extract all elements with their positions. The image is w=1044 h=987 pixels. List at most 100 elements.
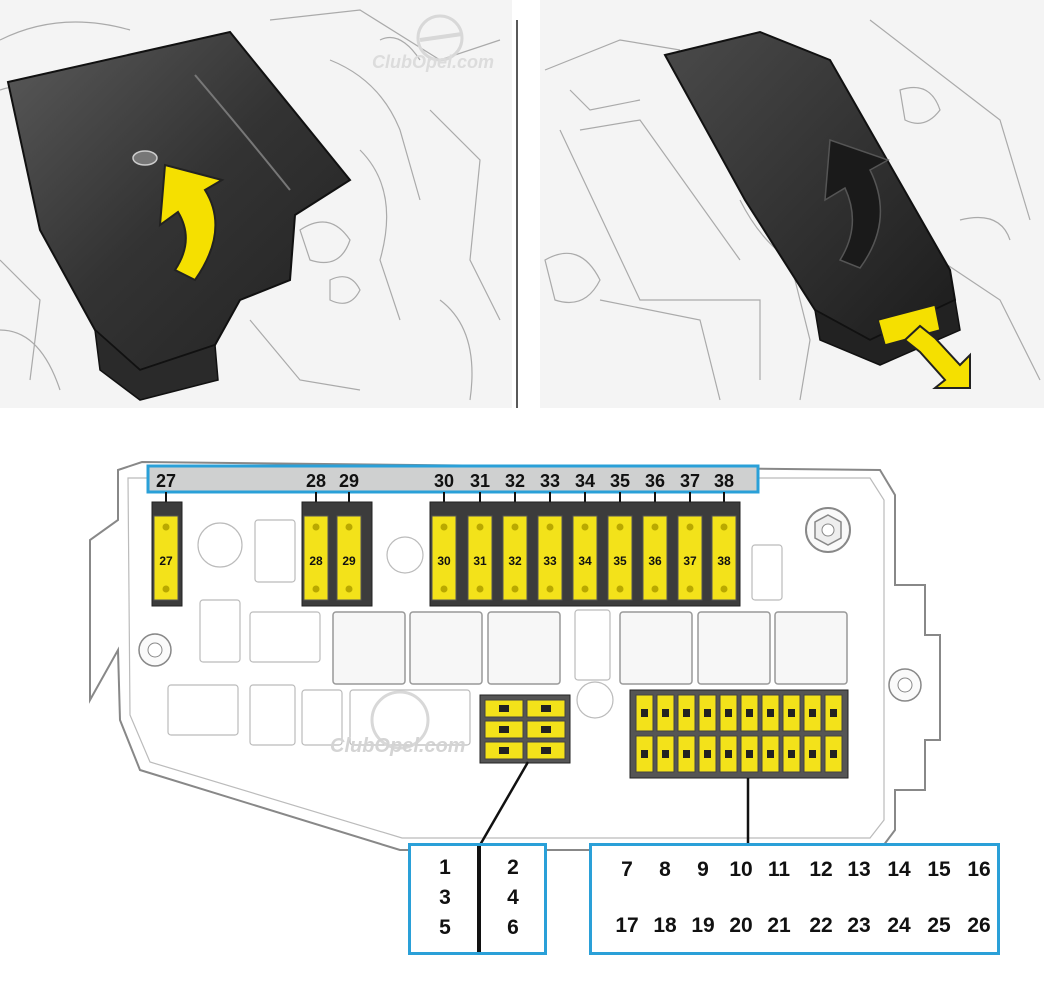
top-label-text: 35 bbox=[610, 471, 630, 491]
fuse-terminal bbox=[476, 523, 484, 531]
mini-fuse-link bbox=[499, 747, 509, 754]
mini-fuse-link bbox=[746, 709, 753, 717]
top-label-text: 27 bbox=[156, 471, 176, 491]
fuse-terminal bbox=[511, 523, 519, 531]
fuse-number: 27 bbox=[159, 554, 173, 568]
legend-divider bbox=[477, 846, 481, 952]
fuse-terminal bbox=[581, 585, 589, 593]
fuse-terminal bbox=[720, 523, 728, 531]
legend-number: 12 bbox=[809, 858, 833, 881]
legend-number: 1 bbox=[439, 856, 451, 879]
mini-fuse-link bbox=[704, 709, 711, 717]
fuse-number: 30 bbox=[437, 554, 451, 568]
top-label-text: 29 bbox=[339, 471, 359, 491]
mini-fuse-link bbox=[788, 750, 795, 758]
legend-number: 23 bbox=[847, 914, 871, 937]
fuse-terminal bbox=[312, 585, 320, 593]
mini-fuse-link bbox=[641, 750, 648, 758]
fuse-terminal bbox=[581, 523, 589, 531]
legend-number: 7 bbox=[621, 858, 633, 881]
fuse-terminal bbox=[651, 585, 659, 593]
legend-number: 5 bbox=[439, 916, 451, 939]
legend-number: 9 bbox=[697, 858, 709, 881]
fuse-terminal bbox=[720, 585, 728, 593]
fuse-terminal bbox=[312, 523, 320, 531]
legend-number: 11 bbox=[767, 858, 791, 881]
legend-number: 10 bbox=[729, 858, 753, 881]
lift-arrow-icon bbox=[158, 163, 225, 282]
fuse-35: 35 bbox=[607, 515, 633, 601]
mini-fuse-link bbox=[830, 750, 837, 758]
legend-number: 20 bbox=[729, 914, 753, 937]
top-label-text: 38 bbox=[714, 471, 734, 491]
fuse-number: 34 bbox=[578, 554, 592, 568]
fuse-terminal bbox=[616, 585, 624, 593]
opel-logo-watermark-2-icon bbox=[370, 690, 430, 750]
fuse-28: 28 bbox=[303, 515, 329, 601]
legend-number: 18 bbox=[653, 914, 677, 937]
fuse-terminal bbox=[476, 585, 484, 593]
top-label-text: 34 bbox=[575, 471, 595, 491]
fuse-34: 34 bbox=[572, 515, 598, 601]
fuse-38: 38 bbox=[711, 515, 737, 601]
mini-fuse-link bbox=[641, 709, 648, 717]
top-label-text: 36 bbox=[645, 471, 665, 491]
legend-number: 14 bbox=[887, 858, 911, 881]
fuse-number: 36 bbox=[648, 554, 662, 568]
fuse-number: 35 bbox=[613, 554, 627, 568]
legend-fuses-1-6: 1 3 5 2 4 6 bbox=[408, 843, 547, 955]
mini-fuse-link bbox=[541, 726, 551, 733]
fuse-number-label-bar bbox=[146, 464, 760, 494]
mini-fuse-link bbox=[809, 750, 816, 758]
fuse-number: 33 bbox=[543, 554, 557, 568]
top-label-text: 32 bbox=[505, 471, 525, 491]
legend-number: 17 bbox=[615, 914, 639, 937]
mini-fuse-link bbox=[704, 750, 711, 758]
fuse-29: 29 bbox=[336, 515, 362, 601]
fuse-terminal bbox=[345, 523, 353, 531]
legend-number: 24 bbox=[887, 914, 911, 937]
mini-fuse-link bbox=[725, 709, 732, 717]
fuse-32: 32 bbox=[502, 515, 528, 601]
legend-number: 13 bbox=[847, 858, 871, 881]
fuse-block-7-26 bbox=[629, 689, 849, 779]
legend-number: 15 bbox=[927, 858, 951, 881]
fuse-terminal bbox=[162, 585, 170, 593]
legend-number: 21 bbox=[767, 914, 791, 937]
release-clip-icon bbox=[877, 304, 941, 346]
top-label-text: 37 bbox=[680, 471, 700, 491]
fuse-terminal bbox=[616, 523, 624, 531]
legend-number: 25 bbox=[927, 914, 951, 937]
top-label-text: 33 bbox=[540, 471, 560, 491]
top-label-text: 28 bbox=[306, 471, 326, 491]
legend-number: 3 bbox=[439, 886, 451, 909]
fuse-37: 37 bbox=[677, 515, 703, 601]
photo-remove-cover-right bbox=[540, 0, 1044, 408]
watermark-top: ClubOpel.com bbox=[372, 52, 494, 72]
fuse-terminal bbox=[440, 585, 448, 593]
legend-number: 19 bbox=[691, 914, 715, 937]
mini-fuse-link bbox=[662, 709, 669, 717]
mini-fuse-link bbox=[541, 747, 551, 754]
mini-fuse-link bbox=[746, 750, 753, 758]
legend-number: 16 bbox=[967, 858, 991, 881]
fuse-number: 28 bbox=[309, 554, 323, 568]
watermark-diagram: ClubOpel.com bbox=[330, 735, 466, 757]
mini-fuse-link bbox=[662, 750, 669, 758]
mini-fuse-link bbox=[499, 705, 509, 712]
legend-number: 8 bbox=[659, 858, 671, 881]
mini-fuse-link bbox=[809, 709, 816, 717]
fuse-27: 27 bbox=[153, 515, 179, 601]
fuse-terminal bbox=[440, 523, 448, 531]
fuse-block-1-6 bbox=[479, 694, 571, 764]
fuse-number: 29 bbox=[342, 554, 356, 568]
mini-fuse-link bbox=[541, 705, 551, 712]
legend-number: 26 bbox=[967, 914, 991, 937]
legend-number: 2 bbox=[507, 856, 519, 879]
opel-logo-watermark-icon bbox=[416, 14, 464, 62]
fuse-number: 38 bbox=[717, 554, 731, 568]
mini-fuse-link bbox=[830, 709, 837, 717]
fuse-terminal bbox=[686, 523, 694, 531]
